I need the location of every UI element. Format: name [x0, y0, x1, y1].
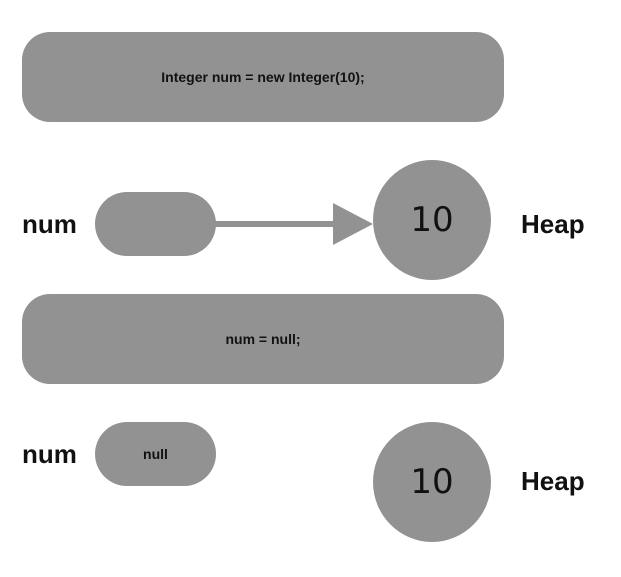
heap-object-2: 10 — [373, 422, 491, 542]
code-statement-2: num = null; — [22, 294, 504, 384]
heap-label-2: Heap — [521, 466, 585, 496]
reference-value-2: null — [143, 446, 168, 462]
code-text-2: num = null; — [225, 331, 301, 347]
variable-label-2: num — [22, 439, 77, 469]
reference-variable-box-2: null — [95, 422, 216, 486]
variable-label-1: num — [22, 209, 77, 239]
code-statement-1: Integer num = new Integer(10); — [22, 32, 504, 122]
heap-object-1: 10 — [373, 160, 491, 280]
heap-object-value-2: 10 — [410, 462, 454, 502]
reference-arrow — [215, 203, 373, 245]
heap-object-value-1: 10 — [410, 200, 454, 240]
heap-label-1: Heap — [521, 209, 585, 239]
code-text-1: Integer num = new Integer(10); — [161, 69, 365, 85]
arrow-head — [333, 203, 373, 245]
reference-variable-box-1 — [95, 192, 216, 256]
